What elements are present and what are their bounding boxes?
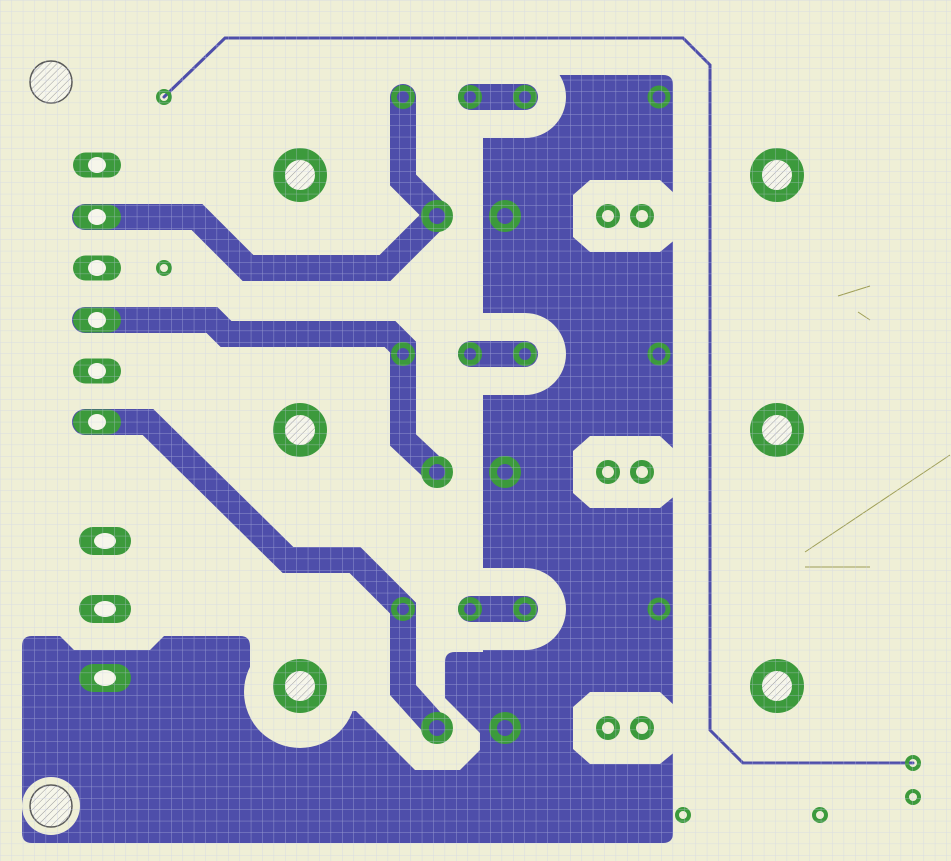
drill-hole[interactable] (762, 671, 792, 701)
connector-pad[interactable] (79, 527, 131, 555)
large-pad[interactable] (273, 148, 327, 202)
large-pad[interactable] (273, 403, 327, 457)
large-pad[interactable] (750, 403, 804, 457)
drill-hole[interactable] (285, 415, 315, 445)
connector-pad[interactable] (79, 595, 131, 623)
drill-hole[interactable] (88, 312, 106, 328)
connector-pads (79, 527, 131, 692)
drill-hole[interactable] (94, 533, 116, 549)
drill-hole[interactable] (88, 414, 106, 430)
drill-hole[interactable] (762, 415, 792, 445)
drill-hole[interactable] (88, 363, 106, 379)
header-pad[interactable] (73, 307, 121, 333)
drill-hole[interactable] (285, 671, 315, 701)
clearance-pad-pair-3 (573, 692, 677, 764)
large-pad[interactable] (750, 148, 804, 202)
drill-hole[interactable] (94, 670, 116, 686)
drill-hole[interactable] (94, 601, 116, 617)
clearance-header-pad (60, 630, 164, 650)
drill-hole[interactable] (88, 209, 106, 225)
header-pad[interactable] (73, 255, 121, 281)
mounting-hole-top[interactable] (29, 60, 73, 104)
header-pad[interactable] (73, 204, 121, 230)
header-pad[interactable] (73, 358, 121, 384)
large-pad[interactable] (750, 659, 804, 713)
header-pad[interactable] (73, 409, 121, 435)
mounting-hole-bottom[interactable] (29, 784, 73, 828)
drill-hole[interactable] (762, 160, 792, 190)
clearance-pad-pair-2 (573, 436, 677, 508)
header-pad[interactable] (73, 152, 121, 178)
drill-hole[interactable] (88, 157, 106, 173)
drill-hole[interactable] (88, 260, 106, 276)
drill-hole[interactable] (285, 160, 315, 190)
large-pad[interactable] (273, 659, 327, 713)
clearance-pad-pair-1 (573, 180, 677, 252)
connector-pad[interactable] (79, 664, 131, 692)
